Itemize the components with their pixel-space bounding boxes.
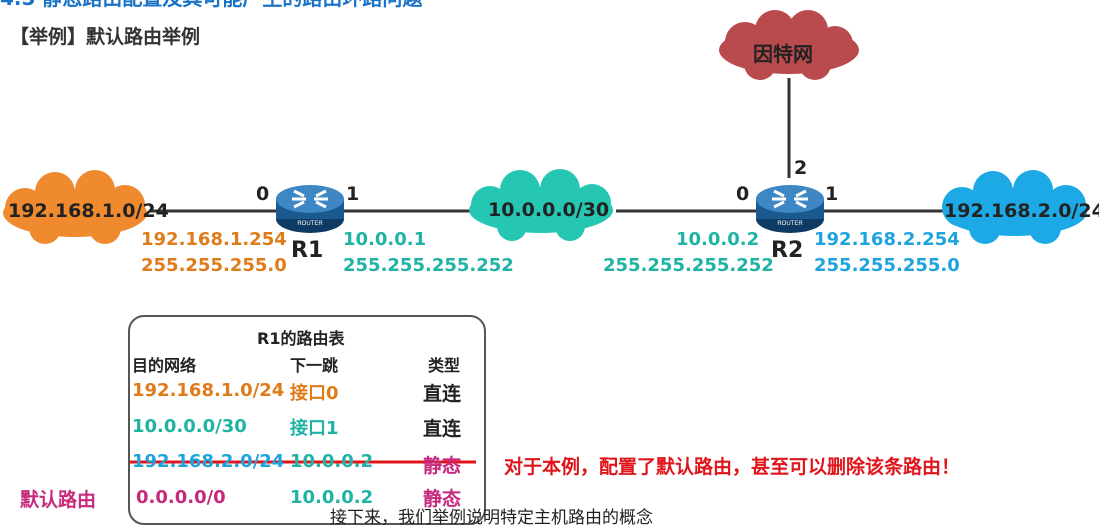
right-network-cloud xyxy=(942,170,1087,244)
middle-network-cloud xyxy=(469,169,613,241)
r1-badge: ROUTER xyxy=(297,221,323,227)
r1-if0-mask: 255.255.255.0 xyxy=(141,255,287,276)
r2-port-2: 2 xyxy=(794,157,808,179)
col-header-next-hop: 下一跳 xyxy=(290,356,339,375)
row2-dest: 10.0.0.0/30 xyxy=(132,416,247,437)
r2-badge: ROUTER xyxy=(777,221,803,227)
r2-port-1: 1 xyxy=(825,183,839,205)
r2-if1-mask: 255.255.255.0 xyxy=(814,255,960,276)
routing-table: R1的路由表 目的网络 下一跳 类型 192.168.1.0/24 接口0 直连… xyxy=(128,315,486,525)
r1-if1-ip: 10.0.0.1 xyxy=(343,229,427,250)
r1-if0-ip: 192.168.1.254 xyxy=(141,229,287,250)
r2-port-0: 0 xyxy=(736,183,750,205)
r2-if0-ip: 10.0.0.2 xyxy=(676,229,760,250)
router-r2-icon: ROUTER xyxy=(756,185,824,233)
video-subtitle: 接下来，我们举例说明特定主机路由的概念 xyxy=(330,508,653,528)
right-network-label: 192.168.2.0/24 xyxy=(944,200,1099,222)
internet-cloud xyxy=(719,10,859,80)
row4-next: 10.0.0.2 xyxy=(290,487,374,508)
router-r1-icon: ROUTER xyxy=(276,185,344,233)
section-title: 4.5 静态路由配置及其可能产生的路由环路问题 xyxy=(0,0,600,8)
row3-dest: 192.168.2.0/24 xyxy=(132,451,285,472)
r2-if0-mask: 255.255.255.252 xyxy=(603,255,774,276)
row2-next: 接口1 xyxy=(290,418,339,439)
row1-next: 接口0 xyxy=(290,383,339,404)
example-heading: 【举例】默认路由举例 xyxy=(10,26,201,48)
row1-type: 直连 xyxy=(423,383,462,405)
row4-type: 静态 xyxy=(423,488,462,510)
row3-next: 10.0.0.2 xyxy=(290,451,374,472)
router-r1-name: R1 xyxy=(291,238,324,263)
routing-table-title: R1的路由表 xyxy=(257,329,345,348)
row2-type: 直连 xyxy=(423,418,462,440)
row4-dest: 0.0.0.0/0 xyxy=(136,487,226,508)
r1-port-0: 0 xyxy=(256,183,270,205)
r1-if1-mask: 255.255.255.252 xyxy=(343,255,514,276)
left-network-cloud xyxy=(3,170,147,244)
default-route-label: 默认路由 xyxy=(20,489,97,511)
col-header-type: 类型 xyxy=(428,356,461,375)
left-network-label: 192.168.1.0/24 xyxy=(8,200,169,222)
delete-route-note: 对于本例，配置了默认路由，甚至可以删除该条路由！ xyxy=(504,456,961,478)
middle-network-label: 10.0.0.0/30 xyxy=(488,199,610,221)
row3-type: 静态 xyxy=(423,455,462,477)
row1-dest: 192.168.1.0/24 xyxy=(132,380,285,401)
col-header-destination: 目的网络 xyxy=(132,356,197,375)
router-r2-name: R2 xyxy=(771,238,804,263)
network-diagram: ROUTER ROUTER xyxy=(3,10,1087,464)
r1-port-1: 1 xyxy=(346,183,360,205)
r2-if1-ip: 192.168.2.254 xyxy=(814,229,960,250)
internet-label: 因特网 xyxy=(753,42,813,66)
